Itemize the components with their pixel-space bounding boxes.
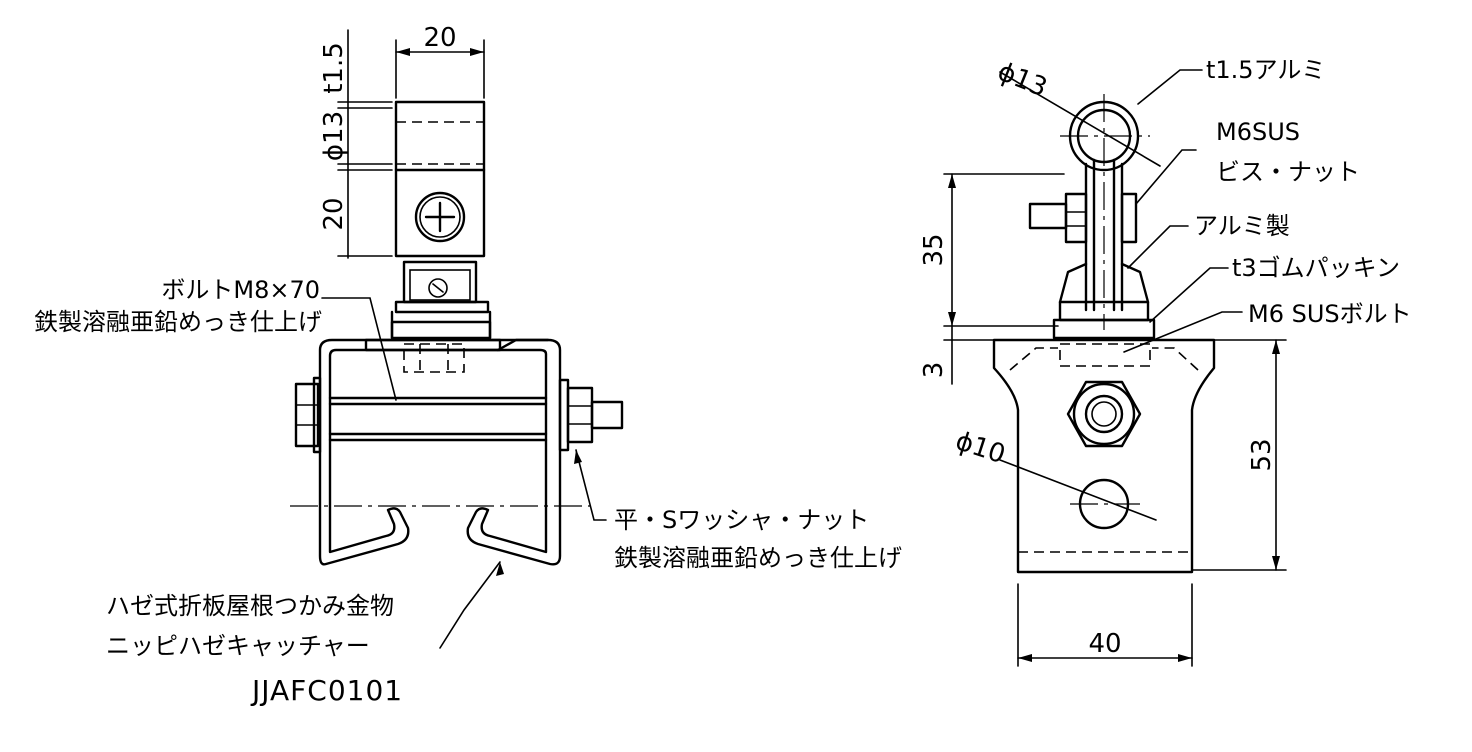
product-callout: ハゼ式折板屋根つかみ金物 ニッピハゼキャッチャー JJAFC0101	[106, 561, 504, 707]
dim-40-label: 40	[1088, 629, 1121, 659]
screw-nut	[1028, 192, 1138, 244]
dim-width-top-label: 20	[423, 23, 456, 53]
dim-width-top: 20	[395, 23, 485, 99]
base-block	[992, 338, 1216, 574]
label-alu-thickness: t1.5アルミ	[1206, 56, 1325, 84]
washer-label-line2: 鉄製溶融亜鉛めっき仕上げ	[614, 544, 902, 572]
dim-40: 40	[1017, 583, 1193, 667]
product-code: JJAFC0101	[250, 674, 403, 707]
side-view: 20 t1.5 ϕ13 20	[34, 23, 902, 707]
dim-hole-dia-label: ϕ10	[952, 426, 1009, 470]
front-view: 35 3 53 40 ϕ13 ϕ10 t1.5	[919, 56, 1412, 667]
dim-ring-dia-label: ϕ13	[993, 57, 1051, 104]
upper-clamp	[390, 100, 492, 340]
product-name: ハゼ式折板屋根つかみ金物	[106, 592, 394, 620]
saddle	[1052, 262, 1156, 340]
dim-53: 53	[1191, 339, 1287, 571]
label-screw-line1: M6SUS	[1216, 118, 1300, 146]
label-screw-line2: ビス・ナット	[1216, 158, 1360, 186]
front-callouts: t1.5アルミ M6SUS ビス・ナット アルミ製 t3ゴムパッキン M6 SU…	[1123, 56, 1412, 353]
label-alu-made: アルミ製	[1194, 212, 1290, 240]
dim-pipe-dia-label: ϕ13	[319, 111, 349, 161]
dim-35-label: 35	[919, 233, 949, 266]
bolt-label-line1: ボルトM8×70	[161, 276, 320, 304]
label-rubber: t3ゴムパッキン	[1232, 254, 1400, 282]
dim-53-label: 53	[1247, 438, 1277, 471]
washer-callout: 平・Sワッシャ・ナット 鉄製溶融亜鉛めっき仕上げ	[574, 449, 902, 572]
product-series: ニッピハゼキャッチャー	[106, 632, 370, 660]
dim-vertical-stack: t1.5 ϕ13 20	[319, 29, 393, 259]
dim-3-label: 3	[919, 362, 949, 379]
catcher-body	[290, 338, 624, 566]
washer-label-line1: 平・Sワッシャ・ナット	[614, 506, 869, 534]
dim-clamp-height-label: 20	[319, 197, 349, 230]
bolt-callout: ボルトM8×70 鉄製溶融亜鉛めっき仕上げ	[34, 276, 397, 401]
dim-thickness-label: t1.5	[319, 42, 349, 94]
dim-heights-left: 35 3	[919, 173, 1065, 385]
bolt-label-line2: 鉄製溶融亜鉛めっき仕上げ	[34, 308, 322, 336]
label-bolt: M6 SUSボルト	[1248, 300, 1412, 328]
